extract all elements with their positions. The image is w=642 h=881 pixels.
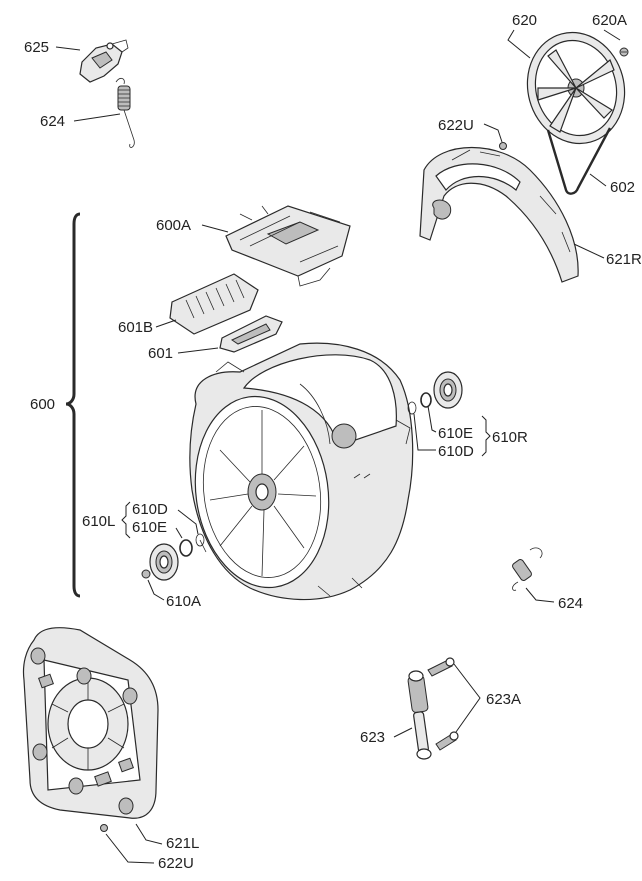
bracket-610L — [121, 501, 131, 539]
leader-620 — [507, 29, 531, 59]
label-622U-top: 622U — [438, 117, 474, 134]
label-610D-right: 610D — [438, 443, 474, 460]
part-tub-front — [189, 342, 414, 601]
part-622U-screw-top — [499, 142, 507, 150]
part-620-pulley — [526, 31, 626, 145]
label-610A: 610A — [166, 593, 201, 610]
leader-610E-left — [175, 527, 183, 539]
leader-610D-left — [177, 509, 199, 535]
part-600A-cover — [225, 205, 351, 287]
part-624-spring-top — [115, 78, 135, 148]
leader-610A — [147, 579, 165, 601]
label-601: 601 — [148, 345, 173, 362]
label-623: 623 — [360, 729, 385, 746]
label-621L: 621L — [166, 835, 199, 852]
part-601 — [219, 315, 283, 353]
bracket-610R — [481, 415, 491, 457]
label-610L: 610L — [82, 513, 115, 530]
leader-625 — [55, 46, 81, 51]
leader-600A — [201, 224, 229, 233]
part-625-lock — [79, 39, 129, 83]
leader-623 — [393, 727, 413, 738]
label-610R: 610R — [492, 429, 528, 446]
label-610E-left: 610E — [132, 519, 167, 536]
label-620A: 620A — [592, 12, 627, 29]
leader-622U-top — [483, 123, 503, 143]
label-610D-left: 610D — [132, 501, 168, 518]
label-621R: 621R — [606, 251, 642, 268]
leader-621L — [135, 823, 163, 845]
leader-622U-bottom — [105, 833, 155, 864]
part-623A-pins — [427, 657, 459, 751]
label-624-right: 624 — [558, 595, 583, 612]
label-622U-bottom: 622U — [158, 855, 194, 872]
part-624-spring-right — [512, 547, 543, 591]
leader-601 — [177, 347, 219, 354]
leader-621R — [573, 243, 605, 259]
label-602: 602 — [610, 179, 635, 196]
label-620: 620 — [512, 12, 537, 29]
leader-610D-right — [413, 413, 436, 451]
part-622U-screw-bottom — [100, 824, 108, 832]
label-600: 600 — [30, 396, 55, 413]
label-623A: 623A — [486, 691, 521, 708]
part-610A-nut — [141, 569, 151, 579]
leader-624-top — [73, 113, 121, 122]
part-602-belt — [546, 127, 612, 195]
part-621L-tub-cover — [22, 627, 159, 819]
leader-602 — [589, 173, 607, 187]
leader-620A — [603, 29, 621, 41]
leader-610E-right — [427, 405, 437, 433]
label-600A: 600A — [156, 217, 191, 234]
label-625: 625 — [24, 39, 49, 56]
label-601B: 601B — [118, 319, 153, 336]
part-610R-bearing — [407, 371, 463, 415]
part-621R-tub-rear — [419, 146, 579, 283]
part-610L-bearing — [149, 533, 205, 581]
leader-601B — [155, 319, 177, 328]
part-623-shock-absorber — [407, 670, 432, 760]
leader-623A — [453, 663, 481, 733]
part-601B — [169, 273, 259, 335]
leader-624-right — [525, 587, 555, 603]
bracket-600 — [65, 212, 81, 598]
label-624-top: 624 — [40, 113, 65, 130]
label-610E-right: 610E — [438, 425, 473, 442]
part-620A-screw — [619, 47, 629, 57]
